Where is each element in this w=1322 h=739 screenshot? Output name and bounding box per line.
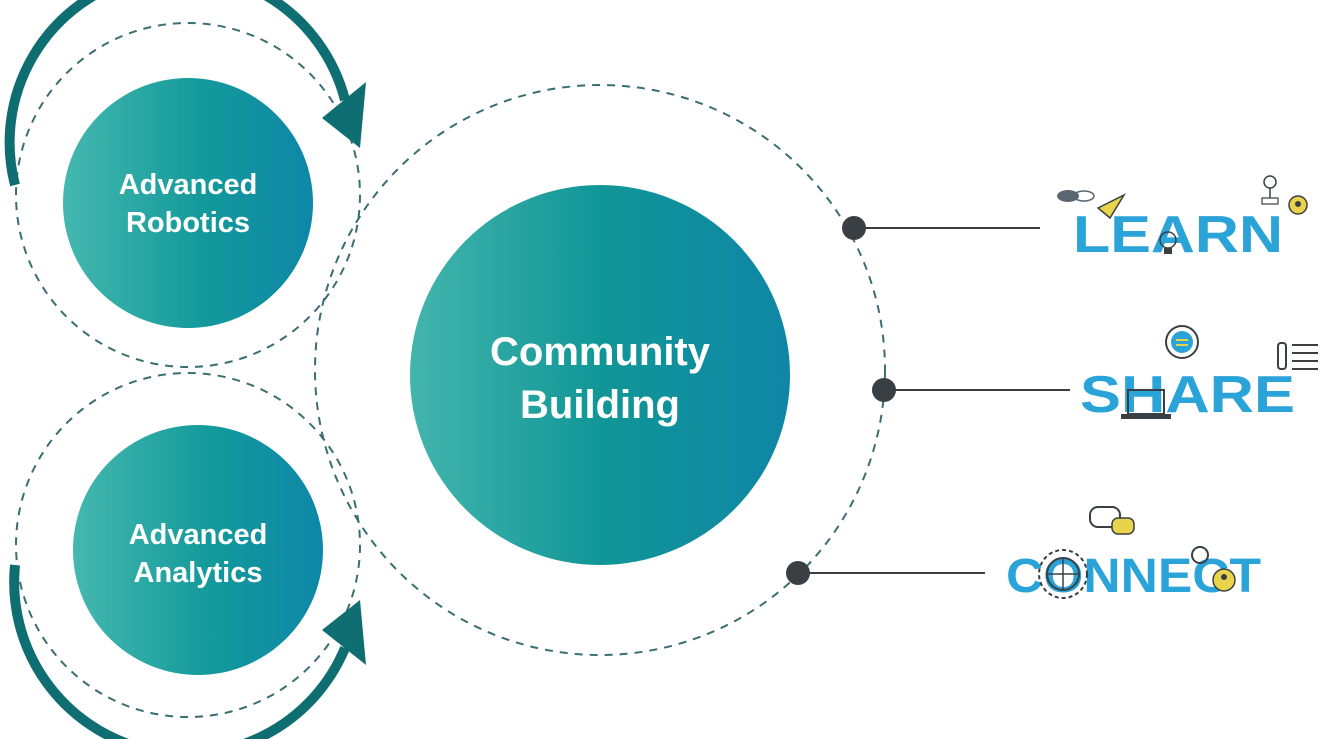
analytics-label-line1: Advanced xyxy=(129,519,268,551)
top-cycle-arrow xyxy=(4,0,366,187)
cloud-icon xyxy=(1057,190,1095,202)
laptop-icon xyxy=(1121,389,1171,419)
share-word: SHARE xyxy=(1080,366,1295,424)
map-pin-icon xyxy=(1288,195,1308,215)
lamp-icon xyxy=(1261,175,1279,205)
chat-bubble-icon xyxy=(1165,325,1199,359)
node-advanced-robotics: Advanced Robotics xyxy=(63,78,313,328)
node-community-building: Community Building xyxy=(410,185,790,565)
speech-bubble-icon xyxy=(1089,506,1135,535)
learn-word: LEARN xyxy=(1073,206,1283,264)
lightbulb-icon xyxy=(1159,231,1177,254)
community-dashed-ring xyxy=(314,84,886,656)
user-icon xyxy=(1191,546,1236,592)
node-advanced-analytics: Advanced Analytics xyxy=(73,425,323,675)
bottom-cycle-arrow xyxy=(9,564,366,739)
paper-plane-icon xyxy=(1096,193,1126,220)
connector-share xyxy=(872,378,1070,402)
connect-word-graphic: CONNECT xyxy=(1006,506,1261,603)
connector-learn xyxy=(842,216,1040,240)
robotics-label-line2: Robotics xyxy=(126,207,250,239)
robotics-dashed-ring xyxy=(15,22,361,368)
community-label-line1: Community xyxy=(490,330,711,374)
community-label-line2: Building xyxy=(520,383,680,427)
learn-word-graphic: LEARN xyxy=(1057,175,1308,264)
analytics-label-line2: Analytics xyxy=(134,557,263,589)
analytics-dashed-ring xyxy=(15,372,361,718)
connector-connect xyxy=(786,561,985,585)
share-word-graphic: SHARE xyxy=(1080,325,1318,424)
robotics-label-line1: Advanced xyxy=(119,169,258,201)
globe-icon xyxy=(1038,549,1088,599)
binary-icon xyxy=(1277,342,1318,370)
